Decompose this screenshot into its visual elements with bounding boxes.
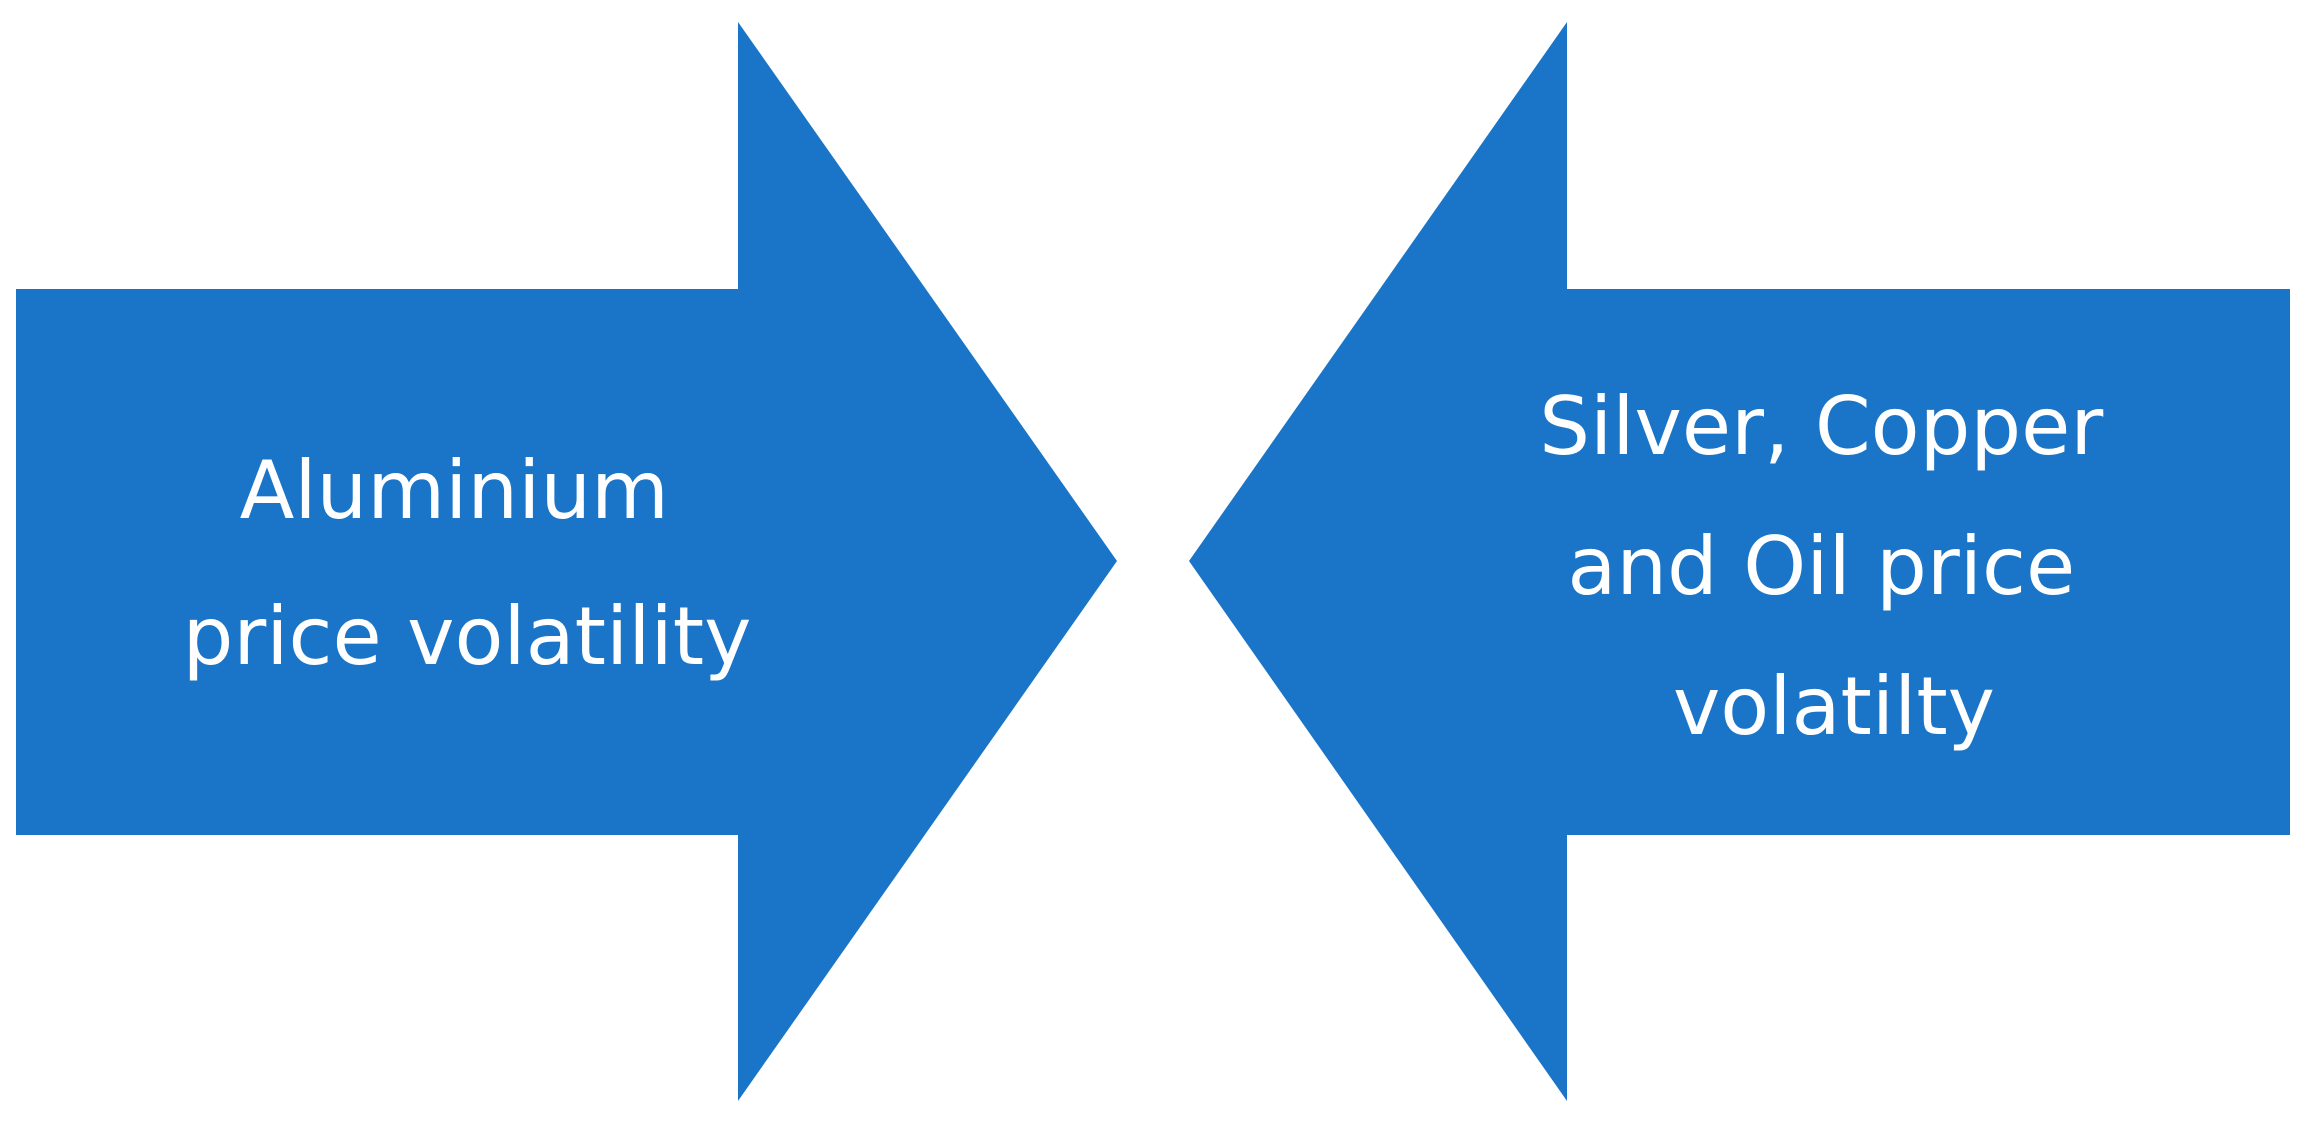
arrow-aluminium-line-1: Aluminium bbox=[240, 444, 669, 537]
arrow-aluminium: Aluminium price volatility bbox=[16, 22, 1117, 1101]
arrow-silver-copper-oil-line-3: volatilty bbox=[1673, 660, 1995, 753]
arrow-silver-copper-oil-label: Silver, Copper and Oil price volatilty bbox=[1539, 380, 2128, 753]
arrow-aluminium-label: Aluminium price volatility bbox=[183, 444, 752, 683]
arrow-left-shape bbox=[1189, 22, 2290, 1101]
arrow-silver-copper-oil-line-1: Silver, Copper bbox=[1539, 380, 2103, 473]
arrow-silver-copper-oil: Silver, Copper and Oil price volatilty bbox=[1189, 22, 2290, 1101]
arrow-right-shape bbox=[16, 22, 1117, 1101]
arrow-silver-copper-oil-line-2: and Oil price bbox=[1567, 520, 2075, 613]
arrow-aluminium-line-2: price volatility bbox=[183, 590, 752, 683]
